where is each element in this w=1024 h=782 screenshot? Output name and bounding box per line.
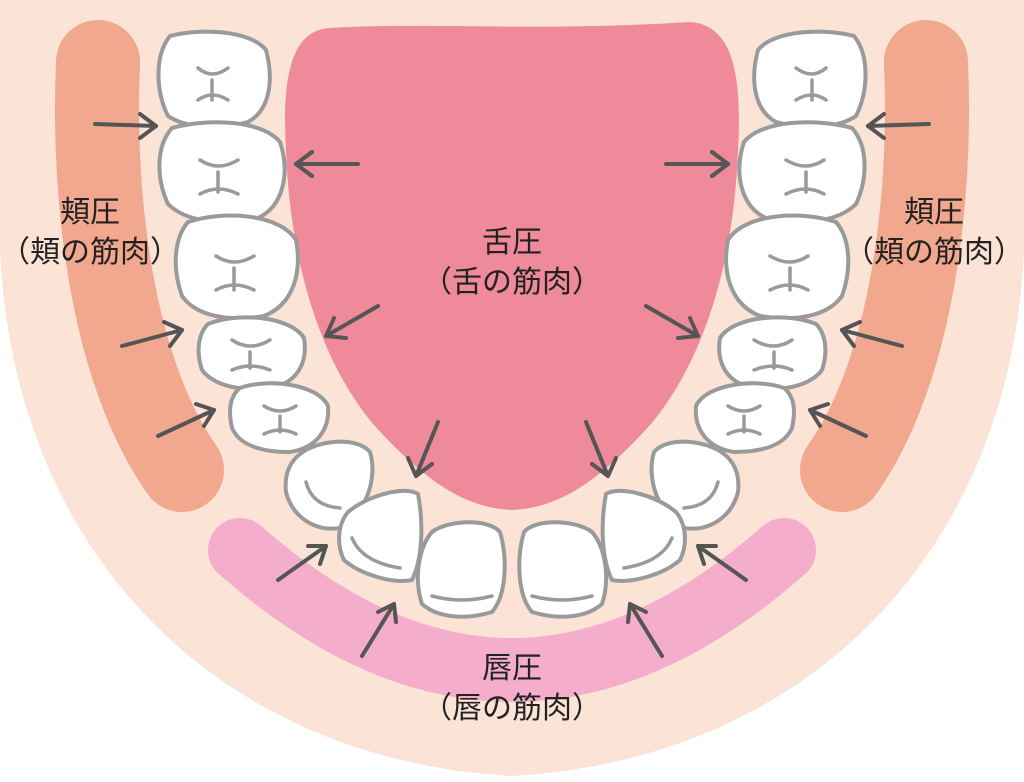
pressure-arrow-icon — [406, 420, 440, 478]
pressure-arrow-icon — [120, 320, 184, 348]
molar-tooth-icon — [196, 315, 307, 392]
cheek-pressure-title-left: 頬圧 — [60, 195, 120, 230]
cheek-pressure-subtitle-left: （頬の筋肉） — [0, 235, 180, 270]
cheek-muscle-right — [800, 20, 969, 512]
cheek-pressure-subtitle-right: （頬の筋肉） — [844, 235, 1024, 270]
incisor-tooth-icon — [517, 520, 609, 619]
tongue-pressure-title: 舌圧 — [482, 225, 542, 260]
molar-tooth-icon — [156, 29, 272, 129]
molar-tooth-icon — [693, 381, 796, 455]
pressure-arrow-icon — [324, 304, 380, 340]
incisor-tooth-icon — [337, 488, 424, 583]
molar-tooth-icon — [737, 120, 867, 224]
cheek-pressure-title-right: 頬圧 — [904, 195, 964, 230]
pressure-arrow-icon — [866, 112, 931, 140]
pressure-arrow-icon — [840, 320, 904, 348]
pressure-arrow-icon — [644, 304, 700, 340]
cheek-muscle-left — [55, 20, 224, 512]
pressure-arrow-icon — [696, 544, 748, 582]
pressure-arrow-icon — [156, 402, 216, 438]
molar-tooth-icon — [752, 29, 868, 129]
lip-pressure-subtitle: （唇の筋肉） — [422, 691, 602, 726]
molar-tooth-icon — [173, 213, 300, 321]
tongue — [285, 22, 739, 510]
pressure-arrow-icon — [93, 112, 158, 140]
molar-tooth-icon — [724, 213, 851, 321]
pressure-arrow-icon — [360, 602, 398, 658]
incisor-tooth-icon — [415, 520, 507, 619]
pressure-arrow-icon — [584, 420, 618, 478]
molar-tooth-icon — [228, 381, 331, 455]
incisor-tooth-icon — [600, 488, 687, 583]
lip-pressure-title: 唇圧 — [482, 651, 542, 686]
pressure-arrow-icon — [276, 544, 328, 582]
tongue-pressure-subtitle: （舌の筋肉） — [422, 265, 602, 300]
pressure-arrow-icon — [808, 402, 868, 438]
pressure-arrow-icon — [294, 150, 360, 178]
molar-tooth-icon — [717, 315, 828, 392]
lip-muscle-band — [208, 518, 816, 702]
pressure-arrow-icon — [664, 150, 730, 178]
pressure-arrow-icon — [626, 602, 664, 658]
molar-tooth-icon — [157, 120, 287, 224]
